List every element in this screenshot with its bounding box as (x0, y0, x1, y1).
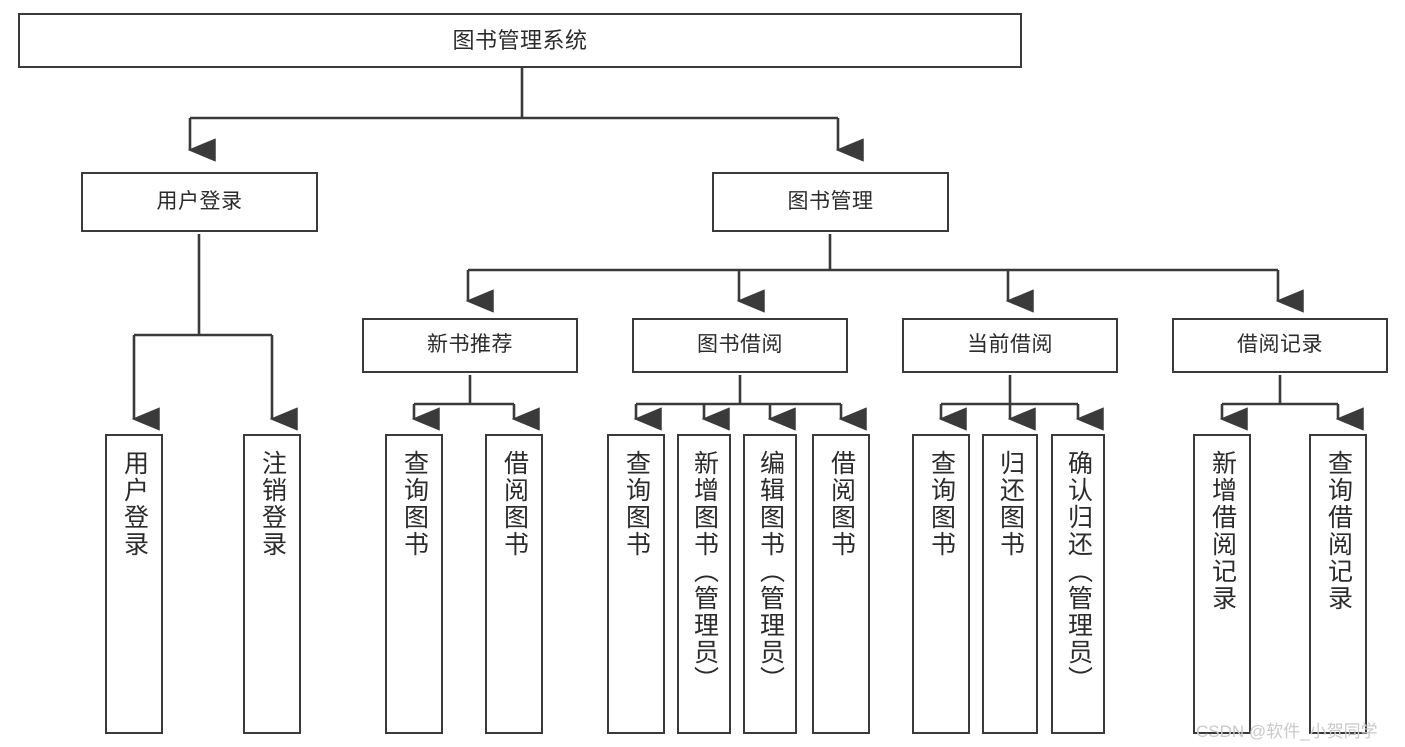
node-label: 用户登录 (120, 450, 149, 558)
node-borrow-record[interactable]: 借阅记录 (1172, 318, 1388, 373)
node-label: 当前借阅 (967, 333, 1053, 357)
node-label: 新书推荐 (427, 333, 513, 357)
leaf-confirm-return-admin[interactable]: 确认归还（管理员） (1051, 434, 1105, 734)
csdn-watermark: CSDN @软件_小贺同学 (1196, 722, 1378, 741)
leaf-add-book-admin[interactable]: 新增图书（管理员） (677, 434, 731, 734)
node-label: 编辑图书（管理员） (756, 450, 785, 693)
node-label: 借阅图书 (500, 450, 529, 558)
leaf-add-borrow-record[interactable]: 新增借阅记录 (1193, 434, 1251, 734)
leaf-query-book-current[interactable]: 查询图书 (912, 434, 970, 734)
leaf-return-book[interactable]: 归还图书 (982, 434, 1038, 734)
leaf-borrow-book[interactable]: 借阅图书 (812, 434, 870, 734)
node-label: 图书借阅 (697, 333, 783, 357)
node-book-management[interactable]: 图书管理 (712, 172, 949, 232)
node-new-book-recommend[interactable]: 新书推荐 (362, 318, 578, 373)
leaf-logout[interactable]: 注销登录 (243, 434, 301, 734)
node-user-login[interactable]: 用户登录 (81, 172, 318, 232)
node-label: 查询图书 (400, 450, 429, 558)
leaf-user-login[interactable]: 用户登录 (105, 434, 163, 734)
node-label: 新增借阅记录 (1208, 450, 1237, 612)
leaf-edit-book-admin[interactable]: 编辑图书（管理员） (743, 434, 797, 734)
leaf-query-book-borrow[interactable]: 查询图书 (607, 434, 665, 734)
leaf-query-book-recommend[interactable]: 查询图书 (385, 434, 443, 734)
node-label: 查询图书 (622, 450, 651, 558)
node-label: 归还图书 (996, 450, 1025, 558)
leaf-borrow-book-recommend[interactable]: 借阅图书 (485, 434, 543, 734)
node-root-library-system[interactable]: 图书管理系统 (18, 13, 1022, 68)
node-label: 确认归还（管理员） (1064, 450, 1093, 693)
node-label: 注销登录 (258, 450, 287, 558)
node-label: 图书管理系统 (452, 27, 588, 53)
leaf-query-borrow-record[interactable]: 查询借阅记录 (1309, 434, 1367, 734)
node-label: 查询图书 (927, 450, 956, 558)
node-label: 查询借阅记录 (1324, 450, 1353, 612)
node-label: 图书管理 (787, 189, 874, 213)
node-label: 借阅图书 (827, 450, 856, 558)
node-label: 借阅记录 (1237, 333, 1323, 357)
node-label: 用户登录 (156, 189, 243, 213)
node-book-borrow[interactable]: 图书借阅 (632, 318, 848, 373)
node-label: 新增图书（管理员） (690, 450, 719, 693)
node-current-borrow[interactable]: 当前借阅 (902, 318, 1118, 373)
